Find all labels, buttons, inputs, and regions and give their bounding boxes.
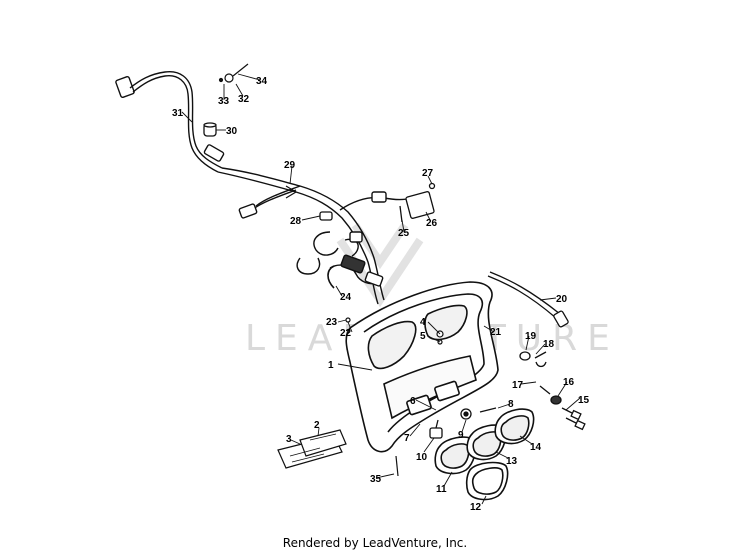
callout-21: 21 xyxy=(490,327,502,338)
callout-23: 23 xyxy=(326,317,338,328)
console-panel xyxy=(345,281,499,453)
callout-3: 3 xyxy=(286,434,292,445)
grommet xyxy=(203,122,217,137)
callout-20: 20 xyxy=(556,294,568,305)
callout-30: 30 xyxy=(226,126,238,137)
leader-lines xyxy=(181,73,581,505)
callout-16: 16 xyxy=(563,377,575,388)
cable xyxy=(487,271,569,328)
relay-assembly xyxy=(319,182,436,223)
callout-26: 26 xyxy=(426,218,438,229)
callout-8: 8 xyxy=(508,399,514,410)
callout-5: 5 xyxy=(420,331,426,342)
callout-2: 2 xyxy=(314,420,320,431)
callout-18: 18 xyxy=(543,339,555,350)
right-side-parts xyxy=(519,351,586,431)
gauges xyxy=(434,408,535,501)
wiring-harness xyxy=(115,71,413,305)
callout-10: 10 xyxy=(416,452,428,463)
callout-4: 4 xyxy=(420,317,426,328)
callout-24: 24 xyxy=(340,292,352,303)
callout-6: 6 xyxy=(410,396,416,407)
callout-11: 11 xyxy=(436,484,447,495)
callout-32: 32 xyxy=(238,94,250,105)
callout-34: 34 xyxy=(256,76,268,87)
callout-22: 22 xyxy=(340,328,352,339)
footer-credit: Rendered by LeadVenture, Inc. xyxy=(282,536,468,550)
callout-25: 25 xyxy=(398,228,410,239)
callout-14: 14 xyxy=(530,442,542,453)
callout-13: 13 xyxy=(506,456,518,467)
callout-9: 9 xyxy=(458,430,464,441)
decal-plates xyxy=(277,429,347,469)
callout-7: 7 xyxy=(404,433,410,444)
callout-1: 1 xyxy=(328,360,334,371)
terminal-parts xyxy=(218,63,249,83)
callout-31: 31 xyxy=(172,108,184,119)
callout-35: 35 xyxy=(370,474,382,485)
callout-19: 19 xyxy=(525,331,537,342)
callout-17: 17 xyxy=(512,380,524,391)
switch-parts xyxy=(429,407,497,439)
callout-27: 27 xyxy=(422,168,434,179)
callout-29: 29 xyxy=(284,160,296,171)
callout-33: 33 xyxy=(218,96,230,107)
callout-28: 28 xyxy=(290,216,302,227)
clamp xyxy=(327,265,335,289)
callout-15: 15 xyxy=(578,395,590,406)
callout-labels: 1 2 3 4 5 6 7 8 9 10 11 12 13 14 15 16 1… xyxy=(172,76,590,513)
callout-12: 12 xyxy=(470,502,482,513)
